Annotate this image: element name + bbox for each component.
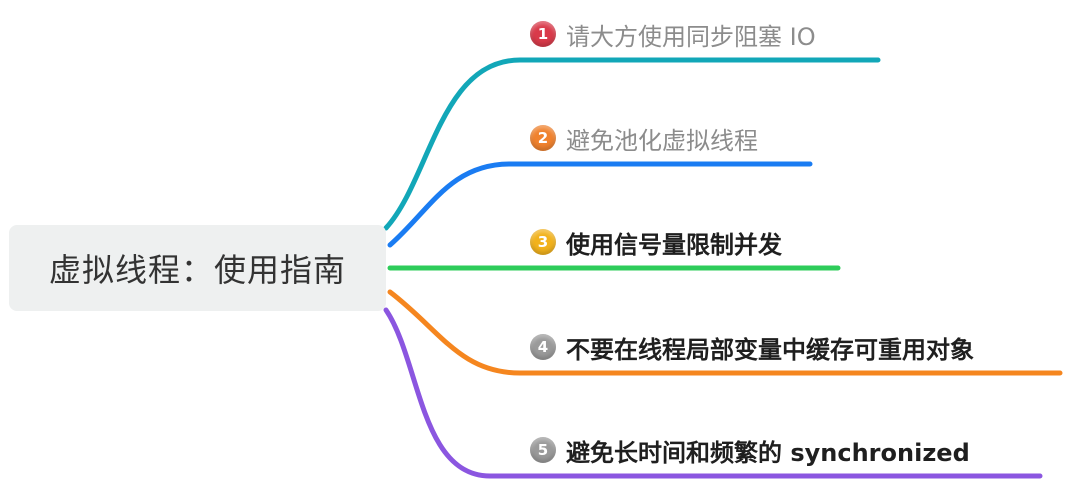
root-topic-label: 虚拟线程：使用指南 — [48, 251, 346, 289]
branch-3[interactable]: 3 使用信号量限制并发 — [530, 224, 782, 260]
connector-line-5 — [383, 307, 1043, 479]
branch-2[interactable]: 2 避免池化虚拟线程 — [530, 120, 758, 156]
branch-1[interactable]: 1 请大方使用同步阻塞 IO — [530, 16, 816, 52]
branch-label: 避免池化虚拟线程 — [566, 126, 758, 155]
branch-4[interactable]: 4 不要在线程局部变量中缓存可重用对象 — [530, 329, 974, 365]
connector-line-2 — [387, 161, 813, 248]
branch-label: 避免长时间和频繁的 synchronized — [566, 438, 970, 467]
branch-label: 不要在线程局部变量中缓存可重用对象 — [566, 335, 974, 364]
number-badge-icon: 5 — [530, 437, 556, 463]
branch-label: 使用信号量限制并发 — [566, 230, 782, 259]
connector-line-4 — [387, 289, 1063, 376]
root-topic[interactable]: 虚拟线程：使用指南 — [9, 225, 386, 311]
branch-label: 请大方使用同步阻塞 IO — [566, 22, 816, 51]
number-badge-icon: 4 — [530, 334, 556, 360]
branch-5[interactable]: 5 避免长时间和频繁的 synchronized — [530, 432, 970, 468]
number-badge-icon: 2 — [530, 125, 556, 151]
connector-line-1 — [383, 57, 881, 231]
number-badge-icon: 1 — [530, 21, 556, 47]
number-badge-icon: 3 — [530, 229, 556, 255]
